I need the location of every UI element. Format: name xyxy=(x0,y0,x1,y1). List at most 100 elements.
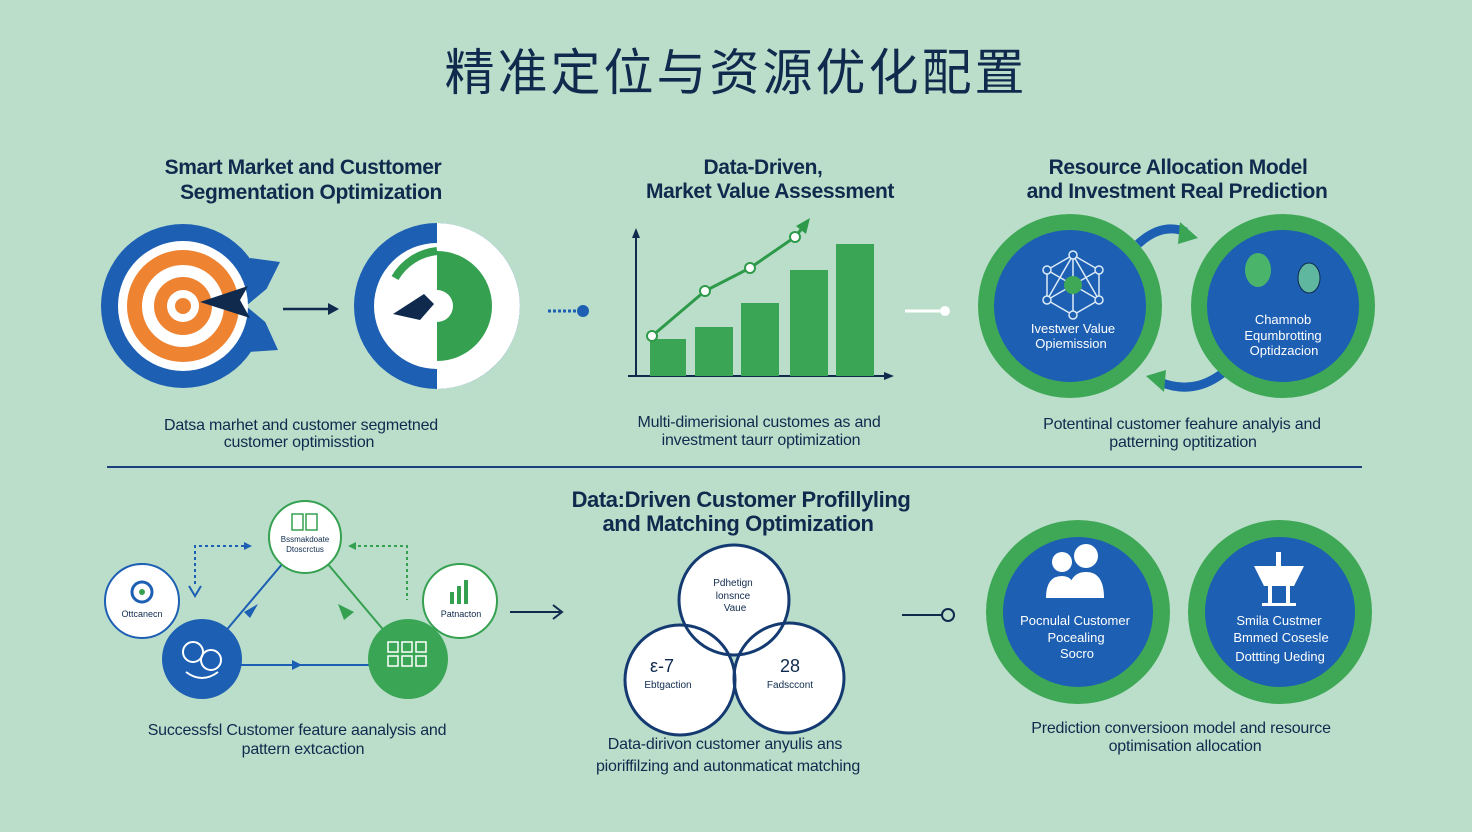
network-node xyxy=(1094,295,1104,305)
venn-fill-right xyxy=(734,623,844,733)
chart-trend-point xyxy=(699,285,711,297)
venn-right-value: 28 xyxy=(779,656,801,676)
cycle-arrows xyxy=(1134,222,1227,392)
venn-top-label-3: Vaue xyxy=(723,603,747,614)
segmentation-heading-line-2: Segmentation Optimization xyxy=(180,181,442,204)
cycle-node-green xyxy=(368,619,448,699)
segment-icon-dot xyxy=(139,589,145,595)
document-icon xyxy=(305,513,318,531)
grid-cell xyxy=(401,655,413,667)
chart-trend-point xyxy=(789,231,801,243)
connector-dot xyxy=(940,306,950,316)
cycle-top-node-label-2: Dtoscrctus xyxy=(286,545,324,554)
bar-chart-icon xyxy=(628,218,894,380)
fountain-base xyxy=(1262,603,1296,606)
fountain-column xyxy=(1268,586,1272,604)
person-head xyxy=(1052,552,1072,572)
circle-blue-core xyxy=(994,230,1146,382)
connector-ring xyxy=(902,608,955,622)
segmentation-caption-line-2: customer optimisstion xyxy=(223,434,375,451)
venn-top-label-1: Pdhetign xyxy=(713,578,753,589)
network-node xyxy=(1068,310,1078,320)
similar-circle-label-2: Bmmed Cosesle xyxy=(1233,630,1329,645)
chart-trend-point xyxy=(646,330,658,342)
connector-ring-dot xyxy=(941,608,955,622)
document-icon xyxy=(291,513,304,531)
market-value-heading-line-1: Data-Driven, xyxy=(703,156,823,179)
profiling-heading-line-2: and Matching Optimization xyxy=(602,511,874,536)
cycle-arrow-bottom-head xyxy=(1146,370,1166,392)
target-dart xyxy=(200,286,250,318)
figure-icon xyxy=(1245,253,1271,287)
bar-icon xyxy=(450,592,454,604)
chart-bar xyxy=(836,244,874,376)
cycle-edge-arrow xyxy=(292,660,302,670)
venn-circle-top xyxy=(677,543,791,657)
resource-heading-line-2: and Investment Real Prediction xyxy=(1026,180,1328,203)
network-icon xyxy=(1042,250,1104,320)
chart-bar xyxy=(741,303,779,376)
grid-cell xyxy=(387,655,399,667)
chart-trend-line xyxy=(651,225,806,338)
arrow-right-icon xyxy=(283,303,339,315)
connector-dot xyxy=(577,305,589,317)
dotted-path-arrow xyxy=(244,542,252,550)
chart-bar xyxy=(790,270,828,376)
dotted-path-right xyxy=(352,545,408,600)
investment-circle xyxy=(978,214,1162,398)
grid-cell xyxy=(401,641,413,653)
segmentation-caption-line-1: Datsa marhet and customer segmetned xyxy=(163,417,439,434)
bar-icon xyxy=(457,586,461,604)
similar-circle-label-1: Smila Custmer xyxy=(1236,613,1322,628)
grid-cell xyxy=(387,641,399,653)
grid-cell xyxy=(415,641,427,653)
circle-blue-core xyxy=(1207,230,1359,382)
circle-blue-core xyxy=(1003,537,1153,687)
bar-icon xyxy=(464,580,468,604)
channel-circle-label-3: Optidzacion xyxy=(1249,343,1319,358)
chart-bar xyxy=(650,339,686,376)
target-notch xyxy=(246,276,282,336)
venn-left-label: Ebtgaction xyxy=(644,680,692,691)
venn-top-label-2: lonsnce xyxy=(715,591,751,602)
page-title: 精准定位与资源优化配置 xyxy=(444,44,1028,102)
people-icon xyxy=(1046,544,1104,598)
cycle-node-top xyxy=(268,500,342,574)
bullseye-center xyxy=(421,290,453,322)
circle-blue-core xyxy=(1205,537,1355,687)
cycle-top-node-label-1: Bssmakdoate xyxy=(280,535,330,544)
chart-x-axis-arrow xyxy=(884,372,894,380)
arrow-head xyxy=(328,303,339,315)
person-body xyxy=(1068,572,1104,598)
connector-dot-1 xyxy=(548,305,589,317)
dotted-path-arrow xyxy=(348,542,356,550)
bullseye-dart xyxy=(393,294,434,320)
channel-circle-label-1: Chamnob xyxy=(1254,312,1312,327)
fountain-basin xyxy=(1254,566,1304,586)
analysis-icon xyxy=(185,671,219,679)
fountain-stem xyxy=(1276,552,1281,566)
network-node xyxy=(1042,295,1052,305)
venn-circle-right xyxy=(732,621,846,735)
grid-icon xyxy=(387,641,427,667)
segmentation-heading-line-1: Smart Market and Custtomer xyxy=(164,156,442,179)
bullseye-green-arc xyxy=(391,247,438,281)
channel-circle-label-2: Equmbrotting xyxy=(1244,328,1322,343)
network-node xyxy=(1042,265,1052,275)
target-icon xyxy=(101,224,282,388)
network-link xyxy=(1046,254,1074,301)
venn-caption-line-1: Data-dirivon customer anyulis ans xyxy=(607,736,843,753)
customer-circle-label-3: Socro xyxy=(1060,646,1094,661)
arrow-head xyxy=(552,604,564,620)
customer-circle-label-1: Pocnulal Customer xyxy=(1020,613,1130,628)
investment-circle-label-1: Ivestwer Value xyxy=(1030,321,1116,336)
venn-left-value: ε-7 xyxy=(649,656,675,676)
cycle-left-node-label: Ottcanecn xyxy=(121,609,163,619)
network-node xyxy=(1068,250,1078,260)
resource-caption-line-1: Potentinal customer feahure analyis and xyxy=(1043,416,1321,433)
grid-cell xyxy=(415,655,427,667)
channel-circle xyxy=(1191,214,1375,398)
chart-trend-point xyxy=(744,262,756,274)
